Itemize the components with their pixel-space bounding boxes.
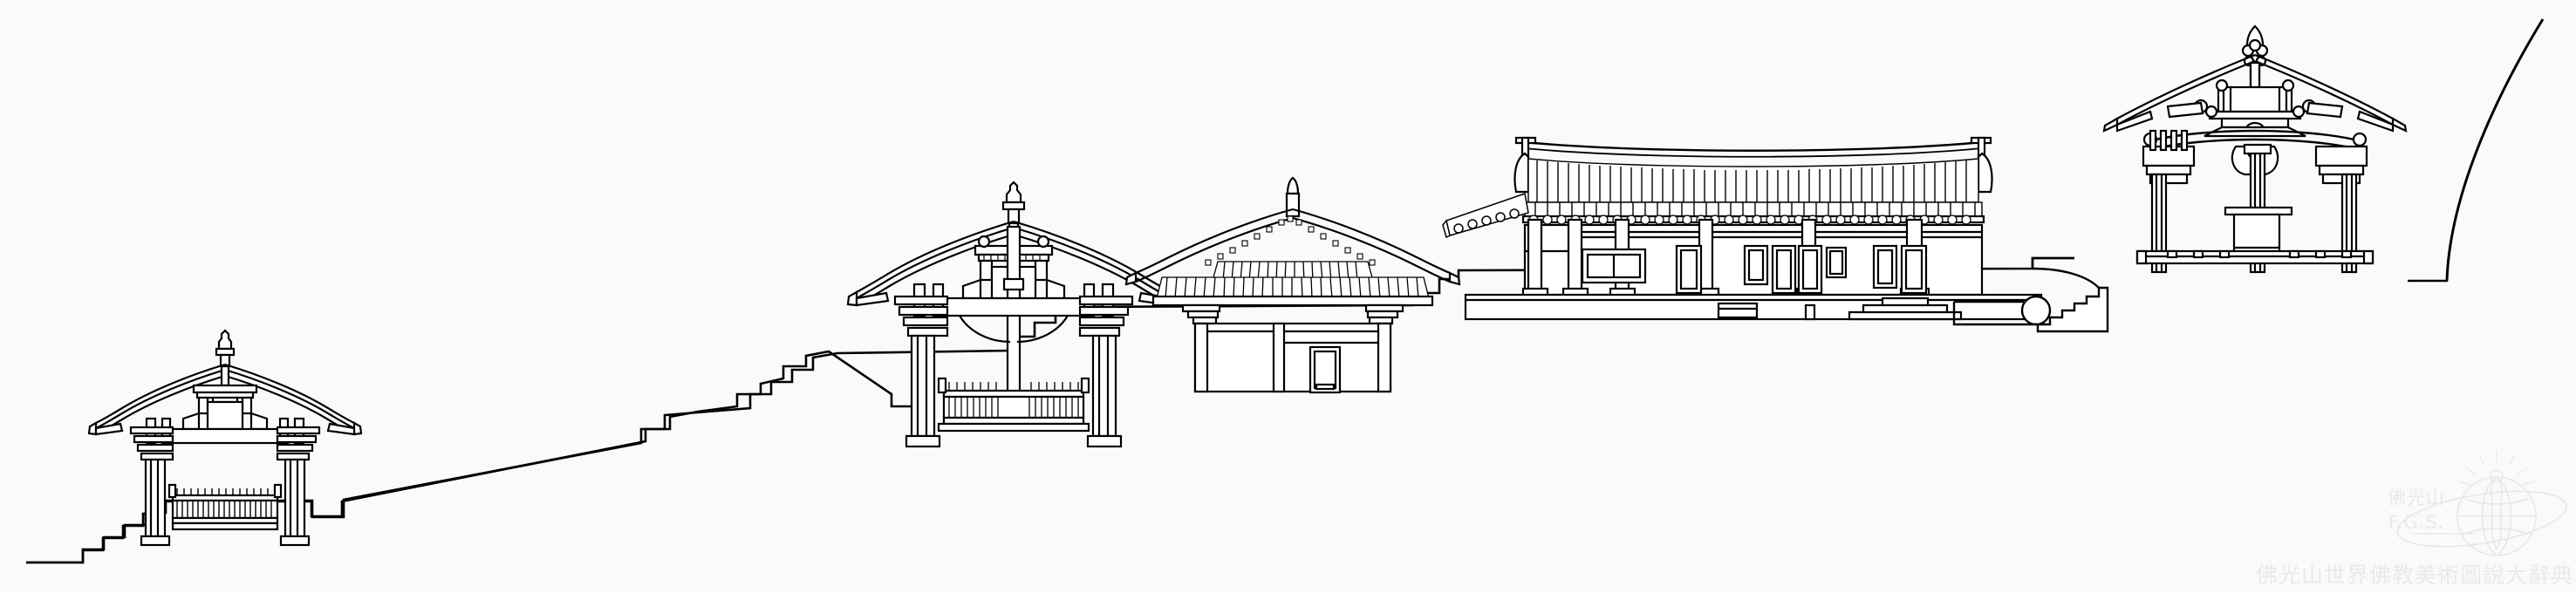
hall-3 [1124, 176, 1461, 394]
pavilion-5-interior-altar [2224, 206, 2293, 255]
hall-3-bracket-left [1181, 303, 1221, 325]
pavilion-2-roof-finial [1001, 181, 1026, 225]
pavilion-2-arch-left [959, 315, 1011, 344]
pavilion-2-bracket-left [893, 283, 949, 337]
pavilion-1-railing [167, 483, 283, 531]
fgs-watermark: 佛光山 F.G.S. 佛光山世界佛教美術圖說大辭典 [2256, 450, 2573, 588]
pavilion-2-columns [905, 334, 1123, 448]
pavilion-2-bracket-right [1078, 283, 1134, 337]
right-hill-contour-curve [2445, 18, 2545, 282]
main-hall-4 [1442, 136, 2043, 321]
main-hall-hip-left [1513, 152, 1530, 194]
main-hall-ridge [1514, 136, 1992, 159]
pavilion-5-floor-deck [2135, 249, 2374, 265]
hall-3-rafter-row-lower [1156, 276, 1430, 299]
hall-3-tile-lattice [1205, 215, 1376, 266]
main-hall-eave-row [1524, 201, 1983, 217]
pavilion-1 [87, 329, 363, 547]
main-hall-openings [1675, 244, 1928, 295]
hall-3-door [1308, 345, 1342, 394]
pavilion-1-roof-frame [181, 365, 269, 431]
pavilion-1-tie-beam [161, 427, 290, 445]
watermark-caption: 佛光山世界佛教美術圖說大辭典 [2256, 562, 2573, 588]
stair-6-curved-balustrade [1952, 256, 2109, 333]
pavilion-1-bracket-left [129, 417, 174, 461]
watermark-line-2: F.G.S. [2388, 512, 2444, 533]
pavilion-2 [846, 181, 1181, 448]
pavilion-5-bracket-left [2142, 129, 2196, 185]
pavilion-2-railing [937, 377, 1090, 433]
main-hall-hip-right [1977, 152, 1993, 194]
hall-3-walls [1193, 322, 1392, 393]
pavilion-5 [2102, 24, 2408, 274]
hall-3-rafter-row-upper [1212, 261, 1374, 282]
hall-3-eave-board [1151, 295, 1434, 307]
hall-3-roof [1124, 208, 1461, 286]
main-hall-front-steps [1848, 296, 1963, 321]
pavilion-1-roof [87, 363, 363, 436]
pavilion-1-columns [140, 458, 311, 547]
main-hall-left-eave-wing [1442, 193, 1529, 239]
main-hall-roof-tiles [1527, 158, 1979, 203]
pavilion-1-bracket-right [276, 417, 321, 461]
main-hall-window-left [1581, 248, 1647, 284]
watermark-line-1: 佛光山 [2388, 487, 2445, 508]
pavilion-5-roof [2102, 53, 2408, 133]
pavilion-2-arch-right [1016, 315, 1069, 344]
pavilion-2-tie-beam [932, 296, 1096, 317]
line-work [26, 18, 2545, 564]
pavilion-5-beam-joint-right [2352, 132, 2368, 147]
